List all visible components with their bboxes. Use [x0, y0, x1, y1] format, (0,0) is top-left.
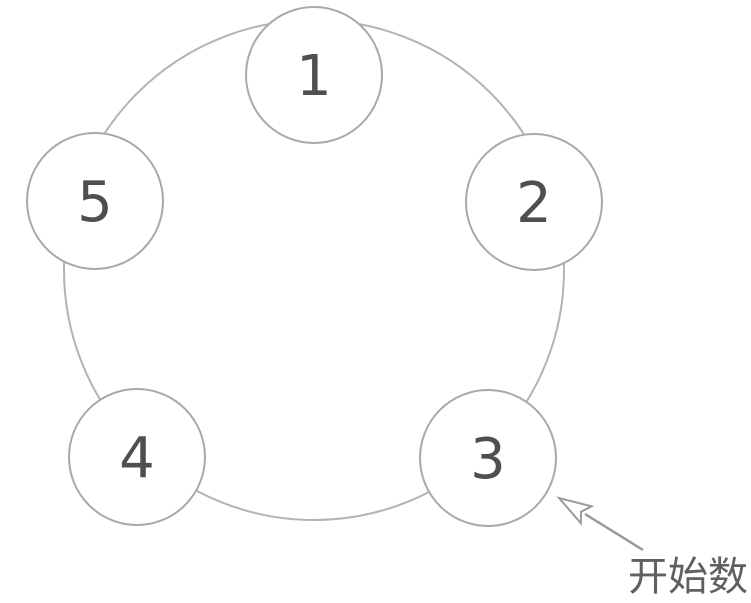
- annotation-start-label: 开始数: [628, 554, 748, 600]
- node-label-3: 3: [470, 427, 506, 492]
- start-arrow: [556, 496, 644, 552]
- start-arrow-head-icon: [556, 496, 595, 526]
- node-label-5: 5: [77, 170, 113, 235]
- node-circle-4: [68, 388, 206, 526]
- node-circle-5: [26, 132, 164, 270]
- node-label-group: 1 2 3 4 5: [77, 44, 552, 492]
- node-label-2: 2: [516, 171, 552, 236]
- node-circle-2: [465, 133, 603, 271]
- node-circle-3: [419, 389, 557, 527]
- node-label-4: 4: [119, 426, 155, 491]
- node-label-1: 1: [296, 44, 332, 109]
- start-arrow-shaft: [584, 512, 644, 552]
- node-circle-1: [245, 6, 383, 144]
- node-group: [26, 6, 603, 527]
